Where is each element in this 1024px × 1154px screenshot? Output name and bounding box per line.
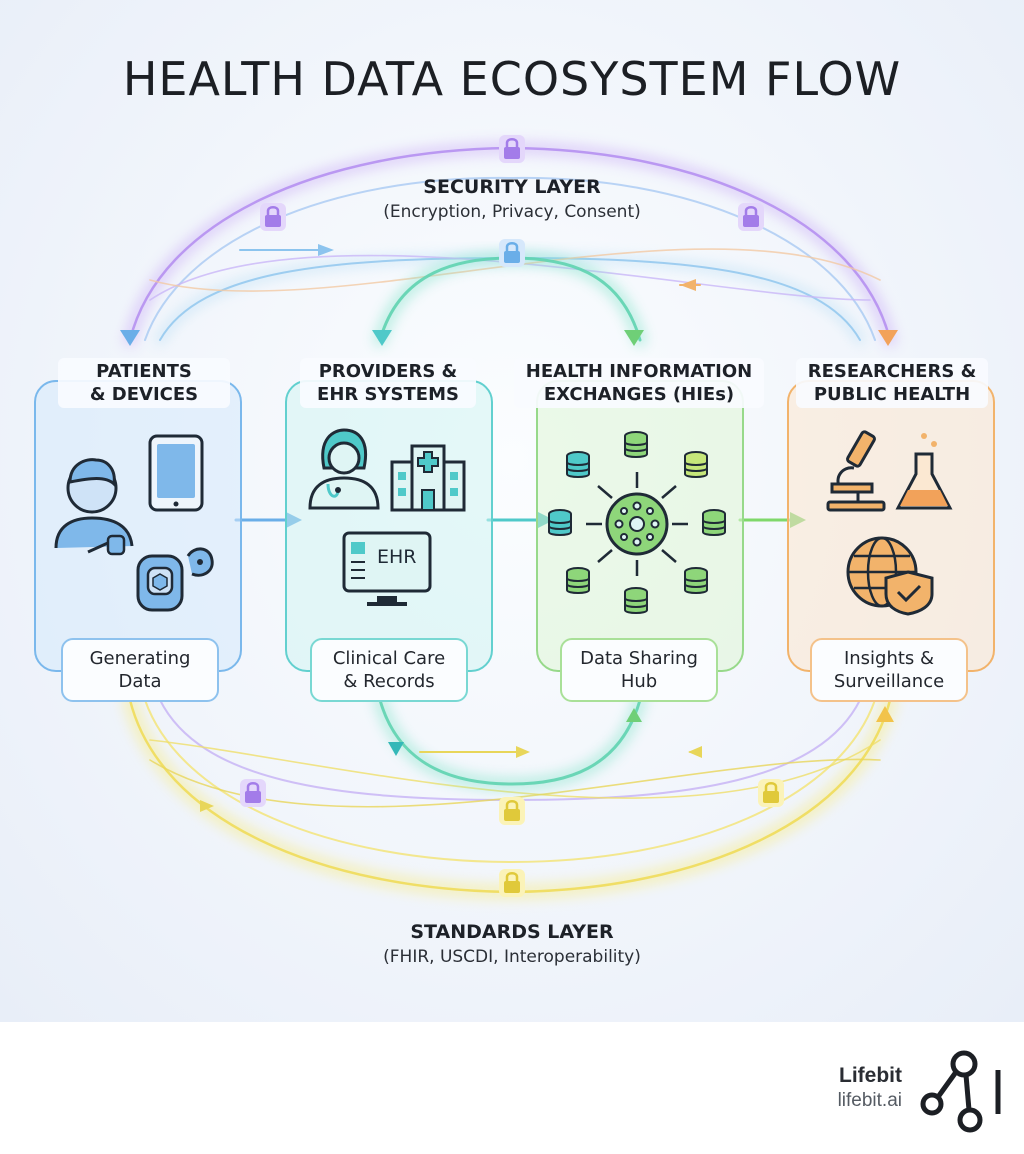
stage-box-providers (285, 380, 493, 672)
stage-title-line: HEALTH INFORMATION (525, 361, 753, 382)
lock-icon (499, 135, 525, 163)
smartwatch-icon (136, 547, 214, 612)
hospital-icon (390, 444, 466, 512)
person-icon (54, 458, 134, 554)
database-icon (684, 567, 708, 594)
stage-title-line: EHR SYSTEMS (317, 384, 459, 405)
stage-title-line: & DEVICES (89, 384, 199, 405)
stage-label-providers: Clinical Care & Records (310, 638, 468, 702)
lock-icon (240, 779, 266, 807)
database-icon (684, 451, 708, 478)
stage-label-line: Insights & (843, 648, 935, 669)
standards-arrowheads (200, 706, 894, 812)
database-icon (566, 567, 590, 594)
diagram-panel: HEALTH DATA ECOSYSTEM FLOW SECURITY LAYE… (0, 0, 1024, 1022)
stage-title-hie: HEALTH INFORMATION EXCHANGES (HIEs) (514, 358, 764, 408)
stage-label-patients: Generating Data (61, 638, 219, 702)
database-icon (548, 509, 572, 536)
lifebit-logo-icon (920, 1050, 1001, 1133)
lock-icon (260, 203, 286, 231)
stage-title-patients: PATIENTS & DEVICES (58, 358, 230, 408)
stage-label-line: Data Sharing (580, 648, 698, 669)
ehr-monitor-icon: EHR (341, 530, 433, 608)
database-icon (624, 431, 648, 458)
data-hub-icon (586, 472, 688, 576)
stage-label-line: Surveillance (833, 671, 945, 692)
stage-label-hie: Data Sharing Hub (560, 638, 718, 702)
security-arrowheads (120, 244, 898, 346)
stage-title-line: PATIENTS (96, 361, 192, 382)
stage-label-line: Clinical Care (332, 648, 446, 669)
security-layer-title: SECURITY LAYER (423, 176, 601, 198)
lock-icon (499, 797, 525, 825)
stage-label-line: Data (118, 671, 162, 692)
lock-icon (758, 779, 784, 807)
footer-brand: Lifebit (839, 1064, 902, 1087)
stage-label-line: Generating (89, 648, 191, 669)
database-icon (702, 509, 726, 536)
security-layer-subtitle: (Encryption, Privacy, Consent) (383, 202, 641, 222)
stage-label-researchers: Insights & Surveillance (810, 638, 968, 702)
microscope-icon (826, 430, 886, 512)
monitor-icon (342, 531, 432, 606)
tablet-icon (148, 434, 204, 512)
stage-title-line: PUBLIC HEALTH (813, 384, 971, 405)
database-icon (624, 587, 648, 614)
footer-url: lifebit.ai (837, 1090, 902, 1111)
stage-title-providers: PROVIDERS & EHR SYSTEMS (300, 358, 476, 408)
diagram-title: HEALTH DATA ECOSYSTEM FLOW (122, 52, 902, 106)
stage-title-line: PROVIDERS & (318, 361, 458, 382)
database-icon (566, 451, 590, 478)
wrist-watch-icon (106, 534, 126, 556)
standards-layer-title: STANDARDS LAYER (410, 921, 614, 943)
globe-shield-icon (846, 536, 934, 616)
stage-title-line: EXCHANGES (HIEs) (543, 384, 735, 405)
lock-icon (738, 203, 764, 231)
stage-title-researchers: RESEARCHERS & PUBLIC HEALTH (796, 358, 988, 408)
flask-icon (895, 433, 953, 510)
stage-box-researchers (787, 380, 995, 672)
standards-layer-subtitle: (FHIR, USCDI, Interoperability) (383, 947, 641, 967)
stage-title-line: RESEARCHERS & (807, 361, 977, 382)
stage-label-line: & Records (343, 671, 435, 692)
stage-label-line: Hub (620, 671, 658, 692)
lock-icon (499, 869, 525, 897)
doctor-icon (308, 428, 380, 510)
ehr-text: EHR (377, 546, 417, 568)
lock-icon (499, 239, 525, 267)
